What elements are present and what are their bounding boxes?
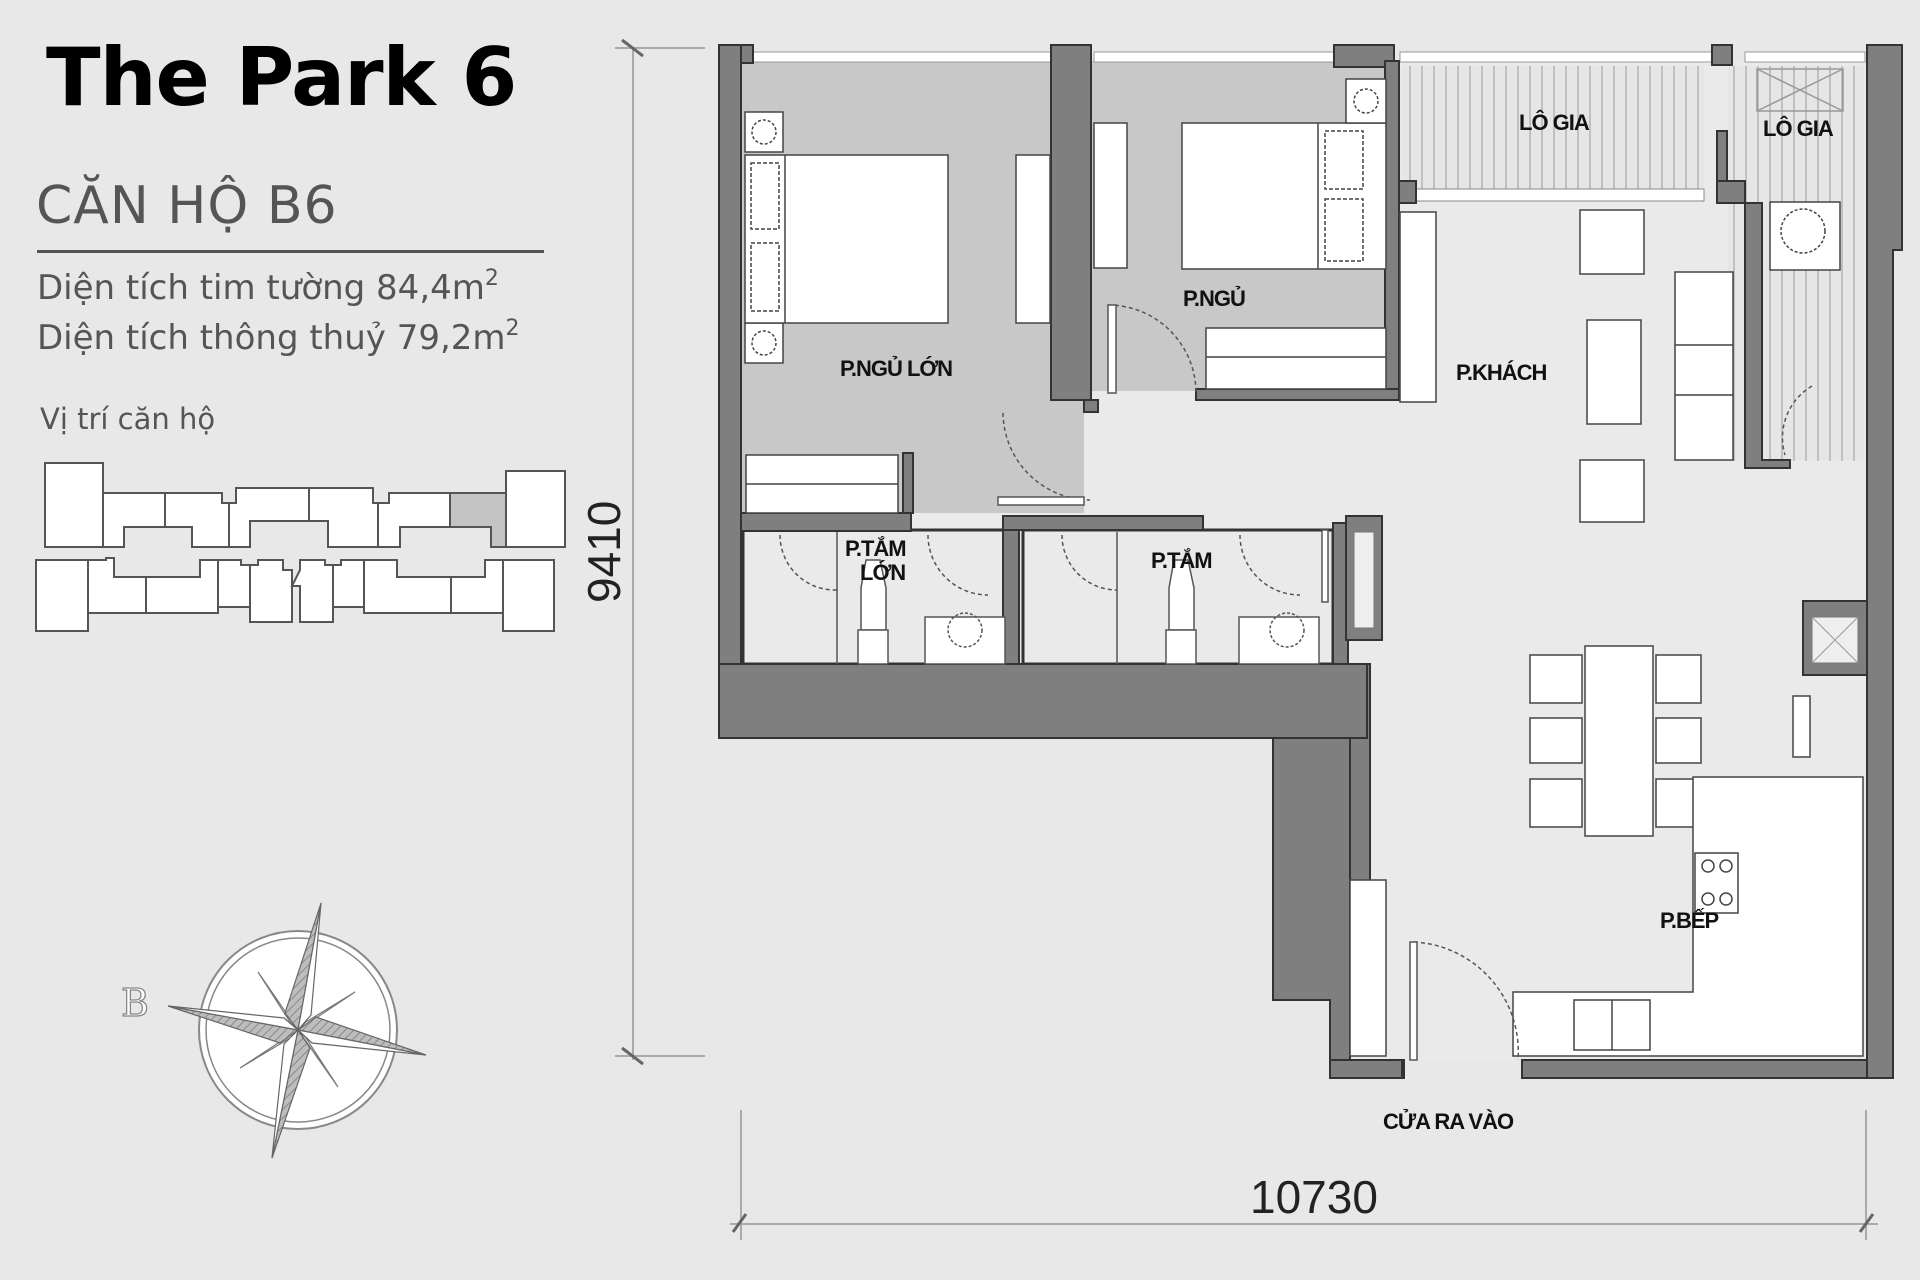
dimension-width: 10730	[1250, 1171, 1378, 1223]
compass-north-label: B	[121, 981, 149, 1025]
area-clear-text: Diện tích thông thuỷ 79,2m	[37, 318, 506, 358]
label-kitchen: P.BẾP	[1660, 908, 1719, 933]
label-loggia-1: LÔ GIA	[1519, 110, 1590, 135]
area-wall-center-sup: 2	[484, 266, 499, 291]
label-master-bedroom: P.NGỦ LỚN	[840, 356, 952, 381]
label-living-room: P.KHÁCH	[1456, 360, 1547, 385]
loggia-1-floor	[1402, 66, 1704, 189]
label-master-bath-line2: LỚN	[860, 560, 905, 585]
compass-rose-icon	[167, 902, 427, 1159]
label-bathroom: P.TẮM	[1151, 548, 1212, 573]
location-label: Vị trí căn hộ	[40, 402, 216, 436]
floor-plan	[718, 44, 1903, 1079]
dimension-height: 9410	[578, 501, 630, 603]
dimension-lines	[615, 38, 1878, 1240]
area-wall-center: Diện tích tim tường 84,4m2	[37, 266, 499, 308]
area-wall-center-text: Diện tích tim tường 84,4m	[37, 268, 485, 308]
project-title: The Park 6	[46, 31, 517, 124]
site-plan-minimap	[35, 462, 566, 632]
unit-title: CĂN HỘ B6	[36, 176, 338, 236]
label-master-bath: P.TẮM	[845, 536, 906, 561]
area-clear-sup: 2	[505, 316, 520, 341]
label-bedroom: P.NGỦ	[1183, 286, 1245, 311]
area-clear: Diện tích thông thuỷ 79,2m2	[37, 316, 520, 358]
title-divider	[37, 250, 544, 253]
label-loggia-2: LÔ GIA	[1763, 116, 1834, 141]
label-entrance: CỬA RA VÀO	[1383, 1109, 1514, 1134]
